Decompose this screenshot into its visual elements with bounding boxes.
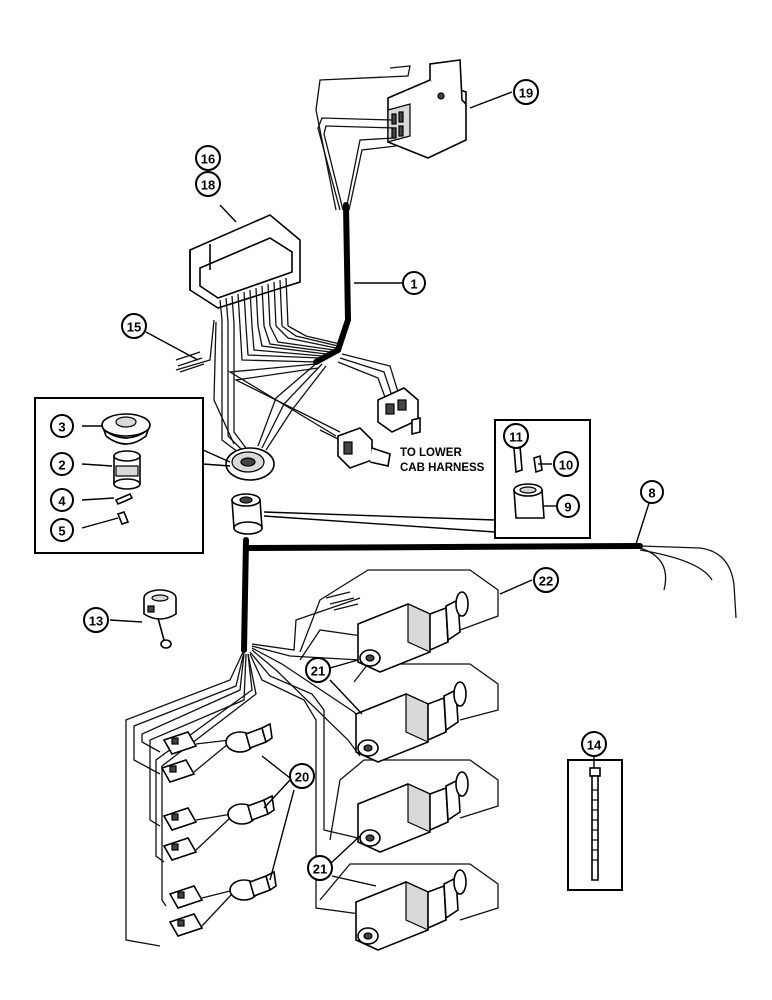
pressure-switch-2 <box>162 794 275 861</box>
solenoid-outlines <box>299 569 499 921</box>
main-harness <box>313 202 352 365</box>
callout-5-label: 5 <box>58 524 65 539</box>
detail-box-left <box>34 397 231 554</box>
callout-16: 16 <box>195 145 221 171</box>
callout-21-upper-label: 21 <box>311 664 325 679</box>
ground-symbol-lower <box>325 591 359 611</box>
solenoid-3 <box>357 771 469 853</box>
callout-21-lower-label: 21 <box>313 862 327 877</box>
callout-21-lower: 21 <box>307 855 333 881</box>
callout-19: 19 <box>513 79 539 105</box>
callout-4-label: 4 <box>58 494 66 509</box>
callout-15: 15 <box>121 313 147 339</box>
round-connector-upper <box>225 447 275 481</box>
module-wires <box>175 319 341 453</box>
note-line-1: TO LOWER <box>400 447 462 459</box>
callout-14: 14 <box>581 731 607 757</box>
lower-trunk <box>241 537 249 653</box>
callout-20: 20 <box>289 763 315 789</box>
callout-22-label: 22 <box>539 574 553 589</box>
harness-8 <box>245 543 643 551</box>
callout-16-label: 16 <box>201 152 215 167</box>
pressure-switch-1 <box>160 722 273 783</box>
callout-9: 9 <box>556 494 580 518</box>
callout-8: 8 <box>640 480 664 504</box>
relay-wires <box>315 65 411 211</box>
callout-1-label: 1 <box>410 277 417 292</box>
callout-5: 5 <box>50 518 74 542</box>
callout-21-upper: 21 <box>305 657 331 683</box>
round-connector-lower <box>231 493 263 535</box>
callout-1: 1 <box>402 271 426 295</box>
cable-tie-box <box>567 759 623 891</box>
callout-14-label: 14 <box>587 738 602 753</box>
callout-11: 11 <box>503 423 529 449</box>
callout-3: 3 <box>50 414 74 438</box>
lower-cab-connectors <box>319 353 421 469</box>
callout-20-label: 20 <box>295 770 309 785</box>
note-line-2: CAB HARNESS <box>400 462 485 474</box>
callout-22: 22 <box>533 567 559 593</box>
solenoid-4 <box>355 869 467 951</box>
callout-19-label: 19 <box>519 86 533 101</box>
lower-branch-wires <box>125 597 363 947</box>
callout-3-label: 3 <box>58 420 65 435</box>
callout-9-label: 9 <box>564 500 571 515</box>
solenoid-1 <box>357 591 469 673</box>
callout-2-label: 2 <box>58 458 65 473</box>
callout-10-label: 10 <box>559 458 573 473</box>
solenoid-2 <box>355 681 467 763</box>
callout-18: 18 <box>195 171 221 197</box>
callout-18-label: 18 <box>201 178 215 193</box>
callout-4: 4 <box>50 488 74 512</box>
tie-clamp-13 <box>109 589 177 649</box>
detail-box-right <box>263 419 591 539</box>
callout-2: 2 <box>50 452 74 476</box>
control-module <box>189 214 301 327</box>
leader-lines <box>145 91 651 887</box>
callout-15-label: 15 <box>127 320 141 335</box>
callout-11-label: 11 <box>509 430 523 445</box>
pressure-switch-3 <box>168 870 277 937</box>
callout-13: 13 <box>83 607 109 633</box>
callout-8-label: 8 <box>648 486 655 501</box>
callout-10: 10 <box>553 451 579 477</box>
relay-part <box>387 59 467 159</box>
harness-8-tail <box>639 545 737 619</box>
callout-13-label: 13 <box>89 614 103 629</box>
